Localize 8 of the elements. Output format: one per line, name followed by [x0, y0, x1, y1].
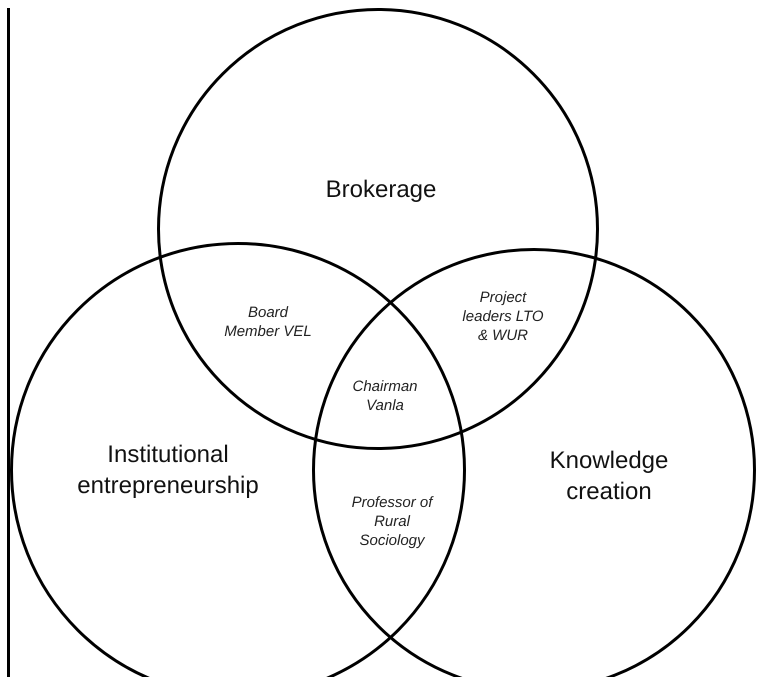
- venn-circle: [312, 248, 756, 677]
- overlap-label: Board Member VEL: [223, 303, 313, 341]
- circle-label: Institutional entrepreneurship: [76, 440, 260, 501]
- overlap-label: Professor of Rural Sociology: [350, 493, 435, 550]
- circle-label: Knowledge creation: [548, 446, 670, 507]
- circle-label: Brokerage: [324, 175, 438, 205]
- overlap-label: Project leaders LTO & WUR: [461, 288, 545, 345]
- overlap-label: Chairman Vanla: [351, 377, 419, 415]
